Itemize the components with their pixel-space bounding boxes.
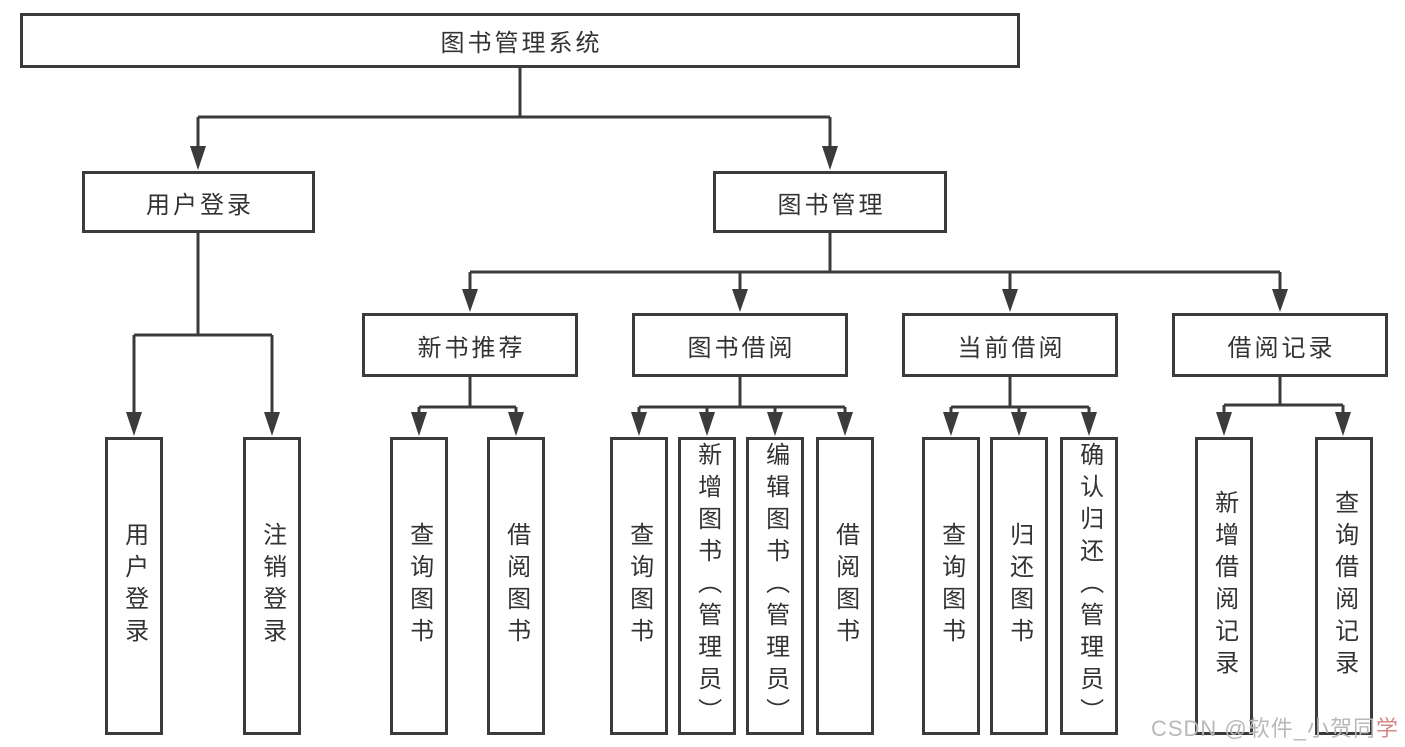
leaf-label: 注销登录 <box>258 522 286 650</box>
leaf-label: 用户登录 <box>120 522 148 650</box>
leaf-label: 查询图书 <box>937 522 965 650</box>
leaf-label: 查询图书 <box>625 522 653 650</box>
leaf-borrow-books-borrowing: 借阅图书 <box>816 437 874 735</box>
node-borrowing-records: 借阅记录 <box>1172 313 1388 377</box>
node-label: 用户登录 <box>146 191 254 219</box>
leaf-query-books-current: 查询图书 <box>922 437 980 735</box>
leaf-label: 查询借阅记录 <box>1330 490 1358 682</box>
leaf-label: 编辑图书（管理员） <box>761 442 789 730</box>
leaf-label: 新增图书（管理员） <box>693 442 721 730</box>
node-label: 当前借阅 <box>957 334 1066 362</box>
leaf-label: 归还图书 <box>1005 522 1033 650</box>
leaf-return-books: 归还图书 <box>990 437 1048 735</box>
leaf-add-books-admin: 新增图书（管理员） <box>678 437 736 735</box>
leaf-query-borrow-record: 查询借阅记录 <box>1315 437 1373 735</box>
watermark-gray-text: CSDN @软件_小贺同 <box>1150 716 1376 741</box>
watermark-red-text: 学 <box>1375 716 1399 741</box>
node-label: 图书借阅 <box>687 334 796 362</box>
node-label: 新书推荐 <box>417 334 526 362</box>
node-new-book-recommendation: 新书推荐 <box>362 313 578 377</box>
leaf-confirm-return-admin: 确认归还（管理员） <box>1060 437 1118 735</box>
leaf-user-login: 用户登录 <box>105 437 163 735</box>
csdn-watermark: CSDN @软件_小贺同学 <box>1151 711 1399 743</box>
leaf-label: 确认归还（管理员） <box>1075 442 1103 730</box>
leaf-query-books-recommend: 查询图书 <box>390 437 448 735</box>
node-current-borrowing: 当前借阅 <box>902 313 1118 377</box>
leaf-label: 查询图书 <box>405 522 433 650</box>
node-label: 借阅记录 <box>1227 334 1336 362</box>
node-library-management-system: 图书管理系统 <box>20 13 1020 68</box>
leaf-query-books-borrowing: 查询图书 <box>610 437 668 735</box>
node-user-login: 用户登录 <box>82 171 315 233</box>
leaf-label: 借阅图书 <box>502 522 530 650</box>
node-book-management: 图书管理 <box>713 171 947 233</box>
leaf-add-borrow-record: 新增借阅记录 <box>1195 437 1253 735</box>
node-label: 图书管理 <box>777 191 886 219</box>
leaf-logout-login: 注销登录 <box>243 437 301 735</box>
leaf-borrow-books-recommend: 借阅图书 <box>487 437 545 735</box>
node-book-borrowing: 图书借阅 <box>632 313 848 377</box>
leaf-edit-books-admin: 编辑图书（管理员） <box>746 437 804 735</box>
leaf-label: 新增借阅记录 <box>1210 490 1238 682</box>
leaf-label: 借阅图书 <box>831 522 859 650</box>
node-label: 图书管理系统 <box>440 30 603 57</box>
